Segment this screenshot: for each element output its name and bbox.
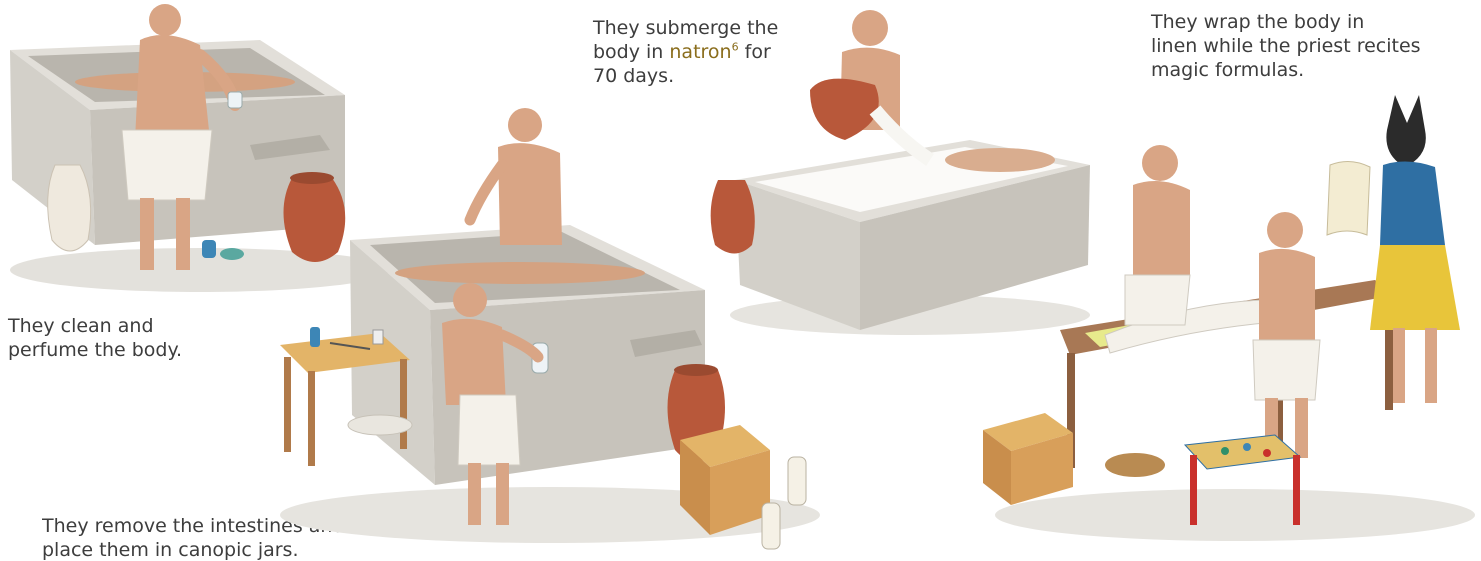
caption-step-3-line-2-start: body in: [593, 41, 669, 63]
embalmer-6-loincloth: [1253, 340, 1320, 400]
embalmer-5-loincloth: [1125, 275, 1190, 325]
embalmer-head: [149, 4, 181, 36]
embalmer-2-torso: [498, 143, 562, 245]
scene-wrapping: [975, 95, 1481, 561]
tool-table-leg-1: [284, 357, 291, 452]
embalmer-5-torso: [1133, 181, 1190, 280]
canopic-jar-1: [788, 457, 806, 505]
amulet-basket: [1105, 453, 1165, 477]
embalmer-6-torso: [1259, 249, 1315, 345]
caption-step-4-line-2: linen while the priest recites: [1151, 34, 1421, 58]
anubis-mask: [1386, 95, 1425, 167]
embalmer-3-leg-right: [496, 463, 509, 525]
white-vase: [48, 165, 91, 251]
floor-shadow-4: [995, 489, 1475, 541]
canopic-jar-2: [762, 503, 780, 549]
amulet-table-leg-1: [1190, 455, 1197, 525]
clay-jar-2-rim: [674, 364, 718, 376]
pouring-jar: [810, 79, 879, 140]
priest-kilt: [1370, 245, 1460, 330]
embalmer-3-torso: [442, 319, 506, 405]
caption-step-4: They wrap the body in linen while the pr…: [1151, 10, 1421, 82]
embalmer-leg-left: [140, 198, 154, 270]
amulet-table-leg-2: [1293, 455, 1300, 525]
embalmer-loincloth: [122, 130, 212, 200]
water-jug: [228, 92, 242, 108]
priest-leg-left: [1393, 328, 1405, 403]
caption-step-4-line-1: They wrap the body in: [1151, 10, 1421, 34]
priest-leg-right: [1425, 328, 1437, 403]
embalmer-3-head: [453, 283, 487, 317]
caption-step-1-line-1: They clean and: [8, 314, 182, 338]
body-lying-2: [395, 262, 645, 284]
caption-step-1-line-2: perfume the body.: [8, 338, 182, 362]
tool-table-leg-3: [400, 359, 407, 449]
linen-pile: [348, 415, 412, 435]
embalmer-6-head: [1267, 212, 1303, 248]
embalmer-5-head: [1142, 145, 1178, 181]
ointment-bowl: [220, 248, 244, 260]
caption-step-1: They clean and perfume the body.: [8, 314, 182, 362]
amulet-3: [1263, 449, 1271, 457]
amulet-2: [1243, 443, 1251, 451]
papyrus-scroll: [1327, 161, 1370, 235]
embalmer-2-arm: [470, 165, 502, 220]
tool-flask: [310, 327, 320, 347]
wrapping-illustration: [975, 95, 1481, 561]
embalmer-leg-right: [176, 198, 190, 270]
tool-table-leg-2: [308, 371, 315, 466]
amulet-1: [1221, 447, 1229, 455]
embalmer-2-head: [508, 108, 542, 142]
clay-jar-3: [711, 180, 755, 254]
embalmer-3-loincloth: [458, 395, 520, 465]
blue-flask: [202, 240, 216, 258]
embalmer-3-leg-left: [468, 463, 481, 525]
embalmer-6-leg-right: [1295, 398, 1308, 458]
caption-step-4-line-3: magic formulas.: [1151, 58, 1421, 82]
tool-cup: [373, 330, 383, 344]
embalmer-4-head: [852, 10, 888, 46]
priest-collar: [1380, 161, 1445, 245]
